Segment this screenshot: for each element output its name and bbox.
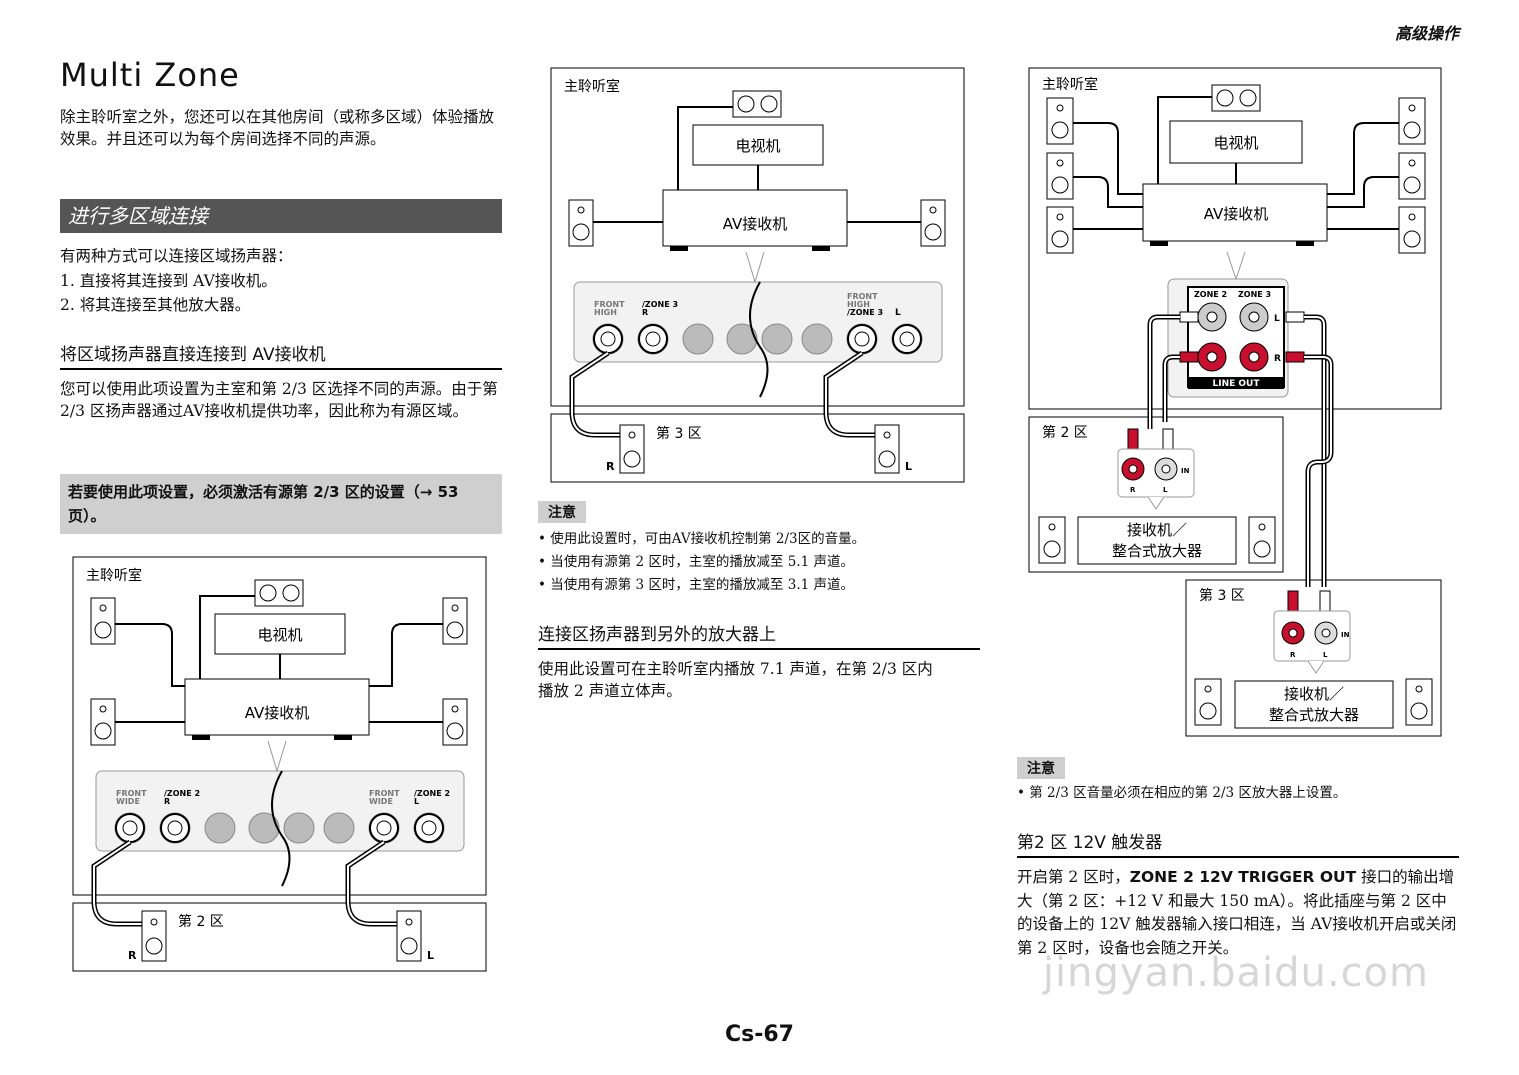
list-item-1: 1. 直接将其连接到 AV接收机。 (60, 272, 277, 290)
l-label: L (427, 949, 434, 962)
svg-text:R: R (164, 797, 170, 806)
svg-text:R: R (642, 308, 648, 317)
in-label: IN (1341, 631, 1350, 639)
subheading-direct: 将区域扬声器直接连接到 AV接收机 (60, 340, 502, 370)
page-title: Multi Zone (60, 56, 240, 94)
svg-text:/ZONE 2: /ZONE 2 (164, 789, 200, 798)
amp-label-line2: 整合式放大器 (1112, 542, 1202, 560)
speaker-icon (1046, 97, 1426, 254)
note-tag: 注意 (538, 501, 586, 523)
intro-text: 除主聆听室之外，您还可以在其他房间（或称多区域）体验播放效果。并且还可以为每个房… (60, 108, 495, 148)
tv-label: 电视机 (1213, 134, 1258, 152)
r-label: R (1274, 354, 1281, 364)
r-label: R (606, 460, 615, 473)
r-label: R (1290, 651, 1296, 659)
l-label: L (1163, 486, 1168, 494)
svg-text:FRONT: FRONT (594, 300, 625, 309)
svg-text:/ZONE 3: /ZONE 3 (847, 308, 883, 317)
svg-text:HIGH: HIGH (594, 308, 617, 317)
svg-text:/ZONE 3: /ZONE 3 (642, 300, 678, 309)
l-label: L (905, 460, 912, 473)
speaker-icon (568, 199, 946, 247)
svg-text:FRONT: FRONT (369, 789, 400, 798)
main-room-label: 主聆听室 (86, 567, 142, 584)
trigger-port-name: ZONE 2 12V TRIGGER OUT (1129, 868, 1357, 886)
note-item: 当使用有源第 3 区时，主室的播放减至 3.1 声道。 (538, 574, 978, 597)
l-label: L (1274, 314, 1280, 324)
note-tag: 注意 (1017, 757, 1065, 779)
list-item-2: 2. 将其连接至其他放大器。 (60, 296, 251, 314)
main-room-label: 主聆听室 (1042, 76, 1098, 93)
activation-note: 若要使用此项设置，必须激活有源第 2/3 区的设置（→ 53页）。 (60, 474, 502, 534)
svg-text:L: L (895, 308, 901, 318)
tv-label: 电视机 (257, 626, 302, 644)
line-out-label: LINE OUT (1213, 379, 1261, 389)
tv-label: 电视机 (735, 137, 780, 155)
page-number: Cs-67 (725, 1022, 794, 1047)
trigger-body: 开启第 2 区时，ZONE 2 12V TRIGGER OUT 接口的输出增大（… (1017, 866, 1461, 960)
svg-text:L: L (414, 797, 419, 806)
zone3-label: 第 3 区 (656, 425, 702, 442)
note-item: 当使用有源第 2 区时，主室的播放减至 5.1 声道。 (538, 551, 978, 574)
trigger-body-post: 接口的输出增大（第 2 区：+12 V 和最大 150 mA）。将此插座与第 2… (1017, 868, 1457, 957)
direct-body: 您可以使用此项设置为主室和第 2/3 区选择不同的声源。由于第 2/3 区扬声器… (60, 380, 498, 420)
amp-label-line2: 整合式放大器 (1269, 706, 1359, 724)
l-label: L (1323, 651, 1328, 659)
svg-text:WIDE: WIDE (116, 797, 140, 806)
receiver-label: AV接收机 (1204, 205, 1269, 223)
subheading-amp: 连接区扬声器到另外的放大器上 (538, 620, 980, 650)
r-label: R (1130, 486, 1136, 494)
svg-text:WIDE: WIDE (369, 797, 393, 806)
zone2-label: 第 2 区 (178, 913, 224, 930)
zone3-label: 第 3 区 (1199, 587, 1245, 604)
amp-body: 使用此设置可在主聆听室内播放 7.1 声道，在第 2/3 区内播放 2 声道立体… (538, 660, 933, 700)
svg-text:FRONT: FRONT (116, 789, 147, 798)
main-room-label: 主聆听室 (564, 78, 620, 95)
amp-label-line1: 接收机／ (1284, 685, 1344, 703)
notes-list-2: 第 2/3 区音量必须在相应的第 2/3 区放大器上设置。 (1017, 782, 1457, 805)
r-label: R (128, 949, 137, 962)
section-lead: 有两种方式可以连接区域扬声器： (60, 247, 293, 265)
note-item: 第 2/3 区音量必须在相应的第 2/3 区放大器上设置。 (1017, 782, 1457, 805)
speaker-icon (90, 597, 468, 746)
note-item: 使用此设置时，可由AV接收机控制第 2/3区的音量。 (538, 528, 978, 551)
receiver-label: AV接收机 (723, 215, 788, 233)
diagram-line-out: 主聆听室 电视机 AV接收机 LINE OUT ZONE 2 ZONE 3 L … (1028, 67, 1444, 739)
trigger-body-pre: 开启第 2 区时， (1017, 868, 1130, 886)
zone3-tag: ZONE 3 (1238, 290, 1271, 299)
svg-text:/ZONE 2: /ZONE 2 (414, 789, 450, 798)
receiver-label: AV接收机 (245, 704, 310, 722)
amp-label-line1: 接收机／ (1127, 521, 1187, 539)
section-heading: 进行多区域连接 (60, 199, 502, 233)
section-label: 高级操作 (1394, 24, 1459, 43)
notes-list: 使用此设置时，可由AV接收机控制第 2/3区的音量。 当使用有源第 2 区时，主… (538, 528, 978, 597)
watermark: jingyan.baidu.com (1042, 950, 1429, 996)
zone2-label: 第 2 区 (1042, 424, 1088, 441)
subheading-trigger: 第2 区 12V 触发器 (1017, 828, 1459, 858)
svg-text:HIGH: HIGH (847, 300, 870, 309)
zone2-tag: ZONE 2 (1194, 290, 1227, 299)
in-label: IN (1181, 467, 1190, 475)
svg-text:FRONT: FRONT (847, 292, 878, 301)
